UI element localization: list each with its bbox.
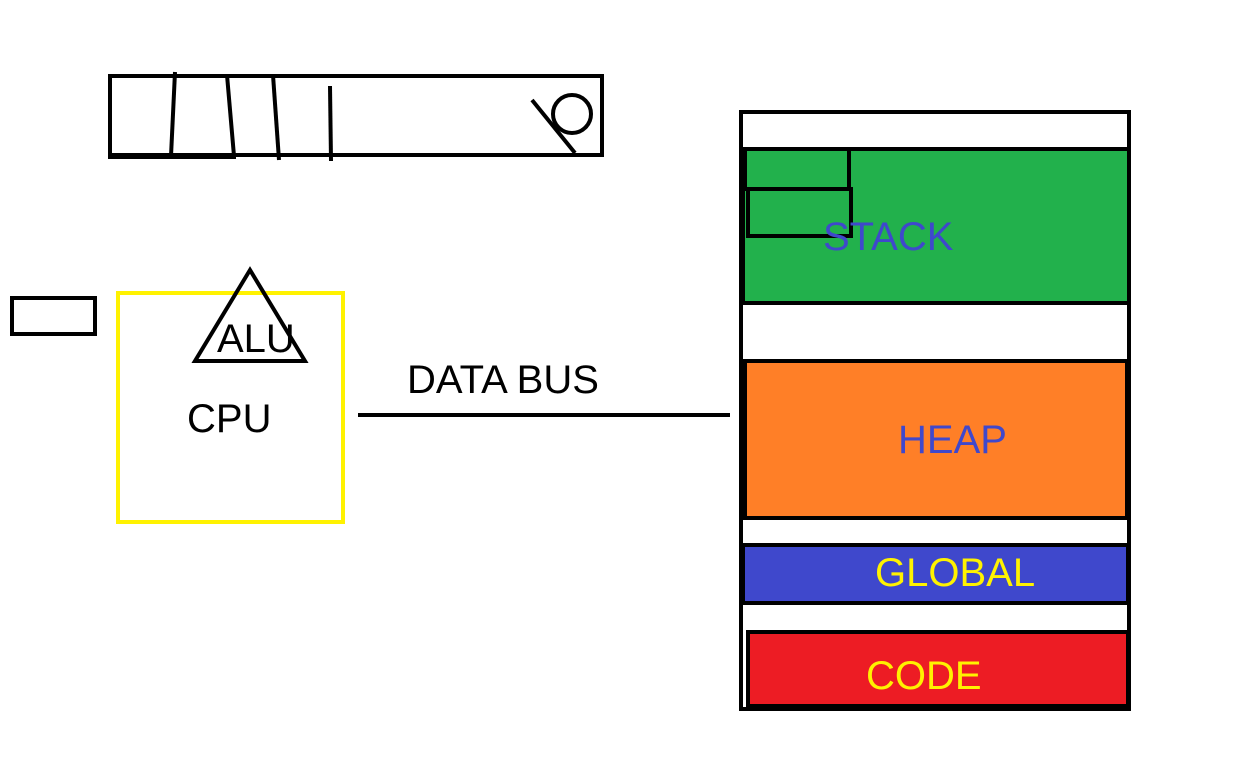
alu-label: ALU (217, 317, 295, 361)
stack-label: STACK (823, 215, 954, 259)
top-box-divider (225, 74, 236, 157)
top-box-group (108, 71, 604, 162)
cpu-box (116, 291, 345, 524)
top-box-divider (328, 85, 333, 162)
top-box (108, 74, 604, 157)
search-icon-handle (530, 98, 577, 155)
heap-segment (743, 359, 1129, 520)
code-segment (746, 630, 1130, 708)
top-box-divider (169, 71, 177, 157)
stack-segment (741, 147, 1131, 305)
stack-frame-box (746, 187, 853, 238)
memory-column: STACK HEAP GLOBAL CODE (739, 110, 1131, 711)
data-bus-label: DATA BUS (407, 358, 599, 402)
code-label: CODE (866, 654, 982, 698)
heap-label: HEAP (898, 418, 1007, 462)
cpu-label: CPU (187, 397, 271, 441)
alu-triangle (191, 266, 309, 363)
global-label: GLOBAL (875, 551, 1035, 595)
small-register-box (10, 296, 97, 336)
global-segment (741, 543, 1130, 605)
top-box-divider (271, 74, 281, 161)
search-icon (551, 93, 593, 135)
